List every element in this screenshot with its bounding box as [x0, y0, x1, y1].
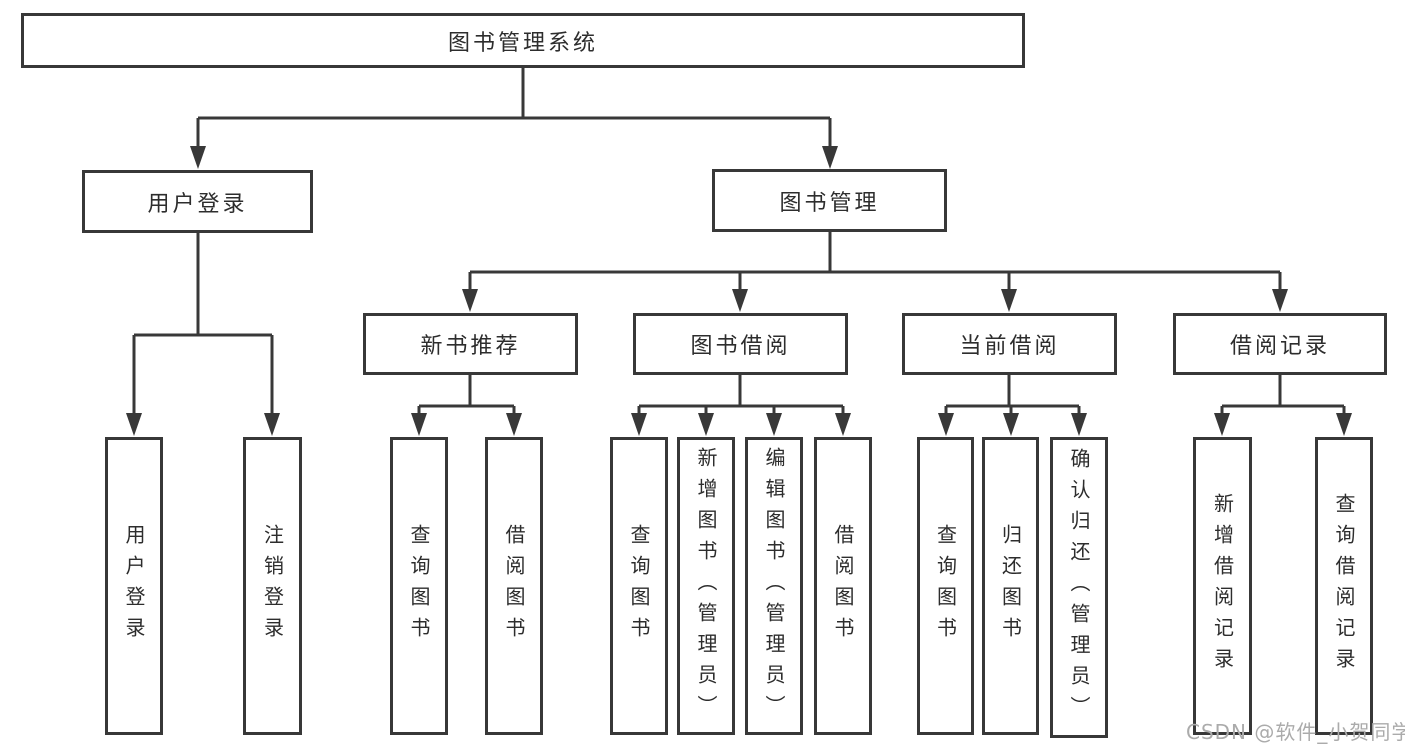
leaf-current-search-books: 查询图书	[917, 437, 974, 735]
leaf-user-login-label: 用户登录	[122, 524, 146, 648]
leaf-records-add-record: 新增借阅记录	[1193, 437, 1252, 735]
leaf-current-confirm-return-label: 确认归还（管理员）	[1067, 448, 1091, 727]
leaf-borrow-search-books: 查询图书	[610, 437, 668, 735]
leaf-borrow-add-books-label: 新增图书（管理员）	[694, 446, 718, 726]
node-current-borrowing: 当前借阅	[902, 313, 1117, 375]
leaf-user-login: 用户登录	[105, 437, 163, 735]
node-book-borrowing: 图书借阅	[633, 313, 848, 375]
node-borrowing-records: 借阅记录	[1173, 313, 1387, 375]
leaf-current-search-books-label: 查询图书	[933, 524, 958, 648]
leaf-records-search-record-label: 查询借阅记录	[1332, 493, 1356, 679]
leaf-borrow-search-books-label: 查询图书	[627, 524, 651, 648]
csdn-watermark: CSDN @软件_小贺同学	[1186, 720, 1405, 744]
leaf-logout: 注销登录	[243, 437, 302, 735]
node-new-book-recommendation: 新书推荐	[363, 313, 578, 375]
leaf-records-search-record: 查询借阅记录	[1315, 437, 1373, 735]
leaf-borrow-edit-books-label: 编辑图书（管理员）	[762, 446, 786, 726]
leaf-current-confirm-return: 确认归还（管理员）	[1050, 437, 1108, 738]
leaf-borrow-edit-books: 编辑图书（管理员）	[745, 437, 803, 735]
node-borrowing-records-label: 借阅记录	[1229, 334, 1330, 359]
leaf-borrow-borrow-books-label: 借阅图书	[831, 524, 855, 648]
node-user-login-label: 用户登录	[147, 191, 248, 217]
leaf-borrow-borrow-books: 借阅图书	[814, 437, 872, 735]
leaf-borrow-add-books: 新增图书（管理员）	[677, 437, 735, 735]
node-book-borrowing-label: 图书借阅	[690, 334, 791, 359]
leaf-current-return-books-label: 归还图书	[998, 524, 1023, 648]
leaf-records-add-record-label: 新增借阅记录	[1210, 493, 1235, 679]
leaf-recommend-borrow-books: 借阅图书	[485, 437, 543, 735]
node-book-management-label: 图书管理	[779, 190, 880, 216]
leaf-current-return-books: 归还图书	[982, 437, 1039, 735]
node-book-management: 图书管理	[712, 169, 947, 232]
node-root: 图书管理系统	[21, 13, 1025, 68]
node-root-label: 图书管理系统	[447, 30, 598, 56]
leaf-recommend-search-books: 查询图书	[390, 437, 448, 735]
node-current-borrowing-label: 当前借阅	[959, 334, 1060, 359]
leaf-logout-label: 注销登录	[260, 524, 285, 648]
leaf-recommend-borrow-books-label: 借阅图书	[502, 524, 526, 648]
leaf-recommend-search-books-label: 查询图书	[407, 524, 431, 648]
node-new-book-recommendation-label: 新书推荐	[420, 334, 521, 359]
node-user-login: 用户登录	[82, 170, 313, 233]
